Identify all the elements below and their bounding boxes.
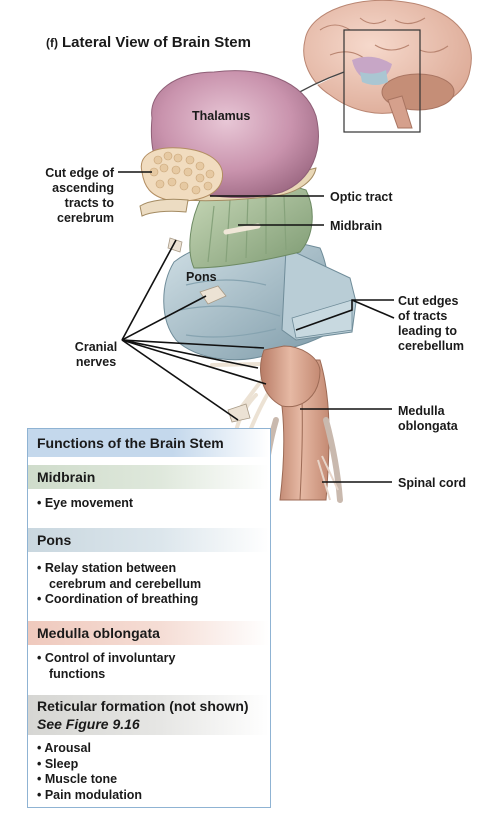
list-item: • Coordination of breathing [37, 592, 199, 606]
list-item: • Control of involuntary [37, 651, 176, 665]
list-item: • Arousal [37, 741, 91, 755]
section-heading-reticular-text: Reticular formation (not shown) [37, 698, 249, 714]
label-spinal-cord: Spinal cord [398, 476, 467, 490]
label-thalamus: Thalamus [192, 109, 251, 123]
label-cut-edges-cerebellum: Cut edges of tracts leading to cerebellu… [398, 294, 464, 354]
label-cut-edge-line: cerebrum [57, 211, 114, 225]
figure-title-text: Lateral View of Brain Stem [62, 34, 251, 51]
list-item: • Pain modulation [37, 787, 143, 802]
label-cranial-nerves: Cranial nerves [60, 340, 132, 370]
figure-letter: (f) [46, 36, 58, 50]
inset-brain [270, 0, 472, 133]
label-cut-edge: Cut edge of ascending tracts to cerebrum [20, 166, 114, 226]
label-cut-edge-line: tracts to [64, 196, 114, 210]
label-medulla-line: Medulla [398, 404, 445, 418]
label-cut-edges-line: leading to [398, 324, 458, 338]
list-item: cerebrum and cerebellum [49, 576, 202, 591]
label-cranial-nerves-line: Cranial [74, 340, 118, 354]
list-item: • Eye movement [37, 496, 134, 510]
section-heading-medulla: Medulla oblongata [28, 621, 269, 645]
label-cut-edge-line: ascending [52, 181, 114, 195]
section-subheading-see-figure: See Figure 9.16 [37, 716, 140, 732]
cut-edge-surface [139, 147, 224, 217]
panel-title: Functions of the Brain Stem [28, 429, 269, 457]
section-list-midbrain: • Eye movement [37, 496, 133, 512]
section-list-pons: • Relay station between cerebrum and cer… [37, 561, 201, 608]
label-pons: Pons [186, 270, 217, 284]
label-midbrain: Midbrain [330, 219, 383, 233]
section-list-reticular: • Arousal • Sleep • Muscle tone • Pain m… [37, 741, 142, 803]
label-cranial-nerves-line: nerves [75, 355, 117, 369]
label-cut-edges-line: of tracts [398, 309, 448, 323]
list-item: • Relay station between [37, 561, 177, 575]
section-heading-midbrain: Midbrain [28, 465, 269, 489]
section-heading-reticular: Reticular formation (not shown) See Figu… [28, 695, 269, 735]
figure-title: (f) Lateral View of Brain Stem [46, 34, 251, 51]
label-cut-edges-line: Cut edges [398, 294, 459, 308]
list-item: • Muscle tone [37, 772, 118, 786]
label-optic-tract: Optic tract [330, 190, 393, 204]
leader-lines [118, 171, 395, 483]
label-cut-edges-line: cerebellum [398, 339, 465, 353]
label-medulla: Medulla oblongata [398, 404, 458, 434]
functions-panel: Functions of the Brain Stem Midbrain • E… [27, 428, 271, 808]
section-heading-pons: Pons [28, 528, 269, 552]
list-item: • Sleep [37, 756, 79, 771]
section-list-medulla: • Control of involuntary functions [37, 651, 175, 682]
list-item: functions [49, 666, 106, 681]
label-medulla-line: oblongata [398, 419, 458, 433]
label-cut-edge-line: Cut edge of [45, 166, 114, 180]
inset-highlight-box [343, 29, 421, 133]
